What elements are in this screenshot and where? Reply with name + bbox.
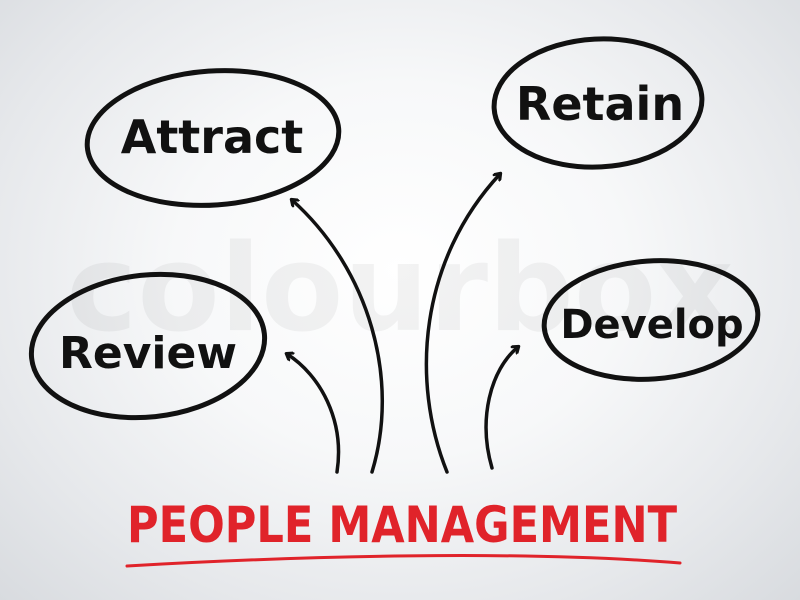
node-review-label: Review [59, 328, 237, 379]
edge-attract [292, 200, 384, 474]
node-attract-label: Attract [121, 110, 304, 164]
title-underline [125, 554, 682, 568]
node-develop-label: Develop [560, 302, 743, 348]
watermark: colourbox [66, 220, 734, 359]
node-attract-ellipse [84, 68, 342, 208]
node-retain-ellipse [491, 36, 705, 170]
edge-develop [484, 347, 518, 470]
node-review-ellipse [28, 271, 268, 421]
edge-retain [424, 174, 500, 474]
node-retain-label: Retain [516, 77, 684, 131]
title: PEOPLE MANAGEMENT [127, 496, 677, 554]
edge-review [287, 354, 341, 474]
node-develop-ellipse [541, 258, 761, 382]
